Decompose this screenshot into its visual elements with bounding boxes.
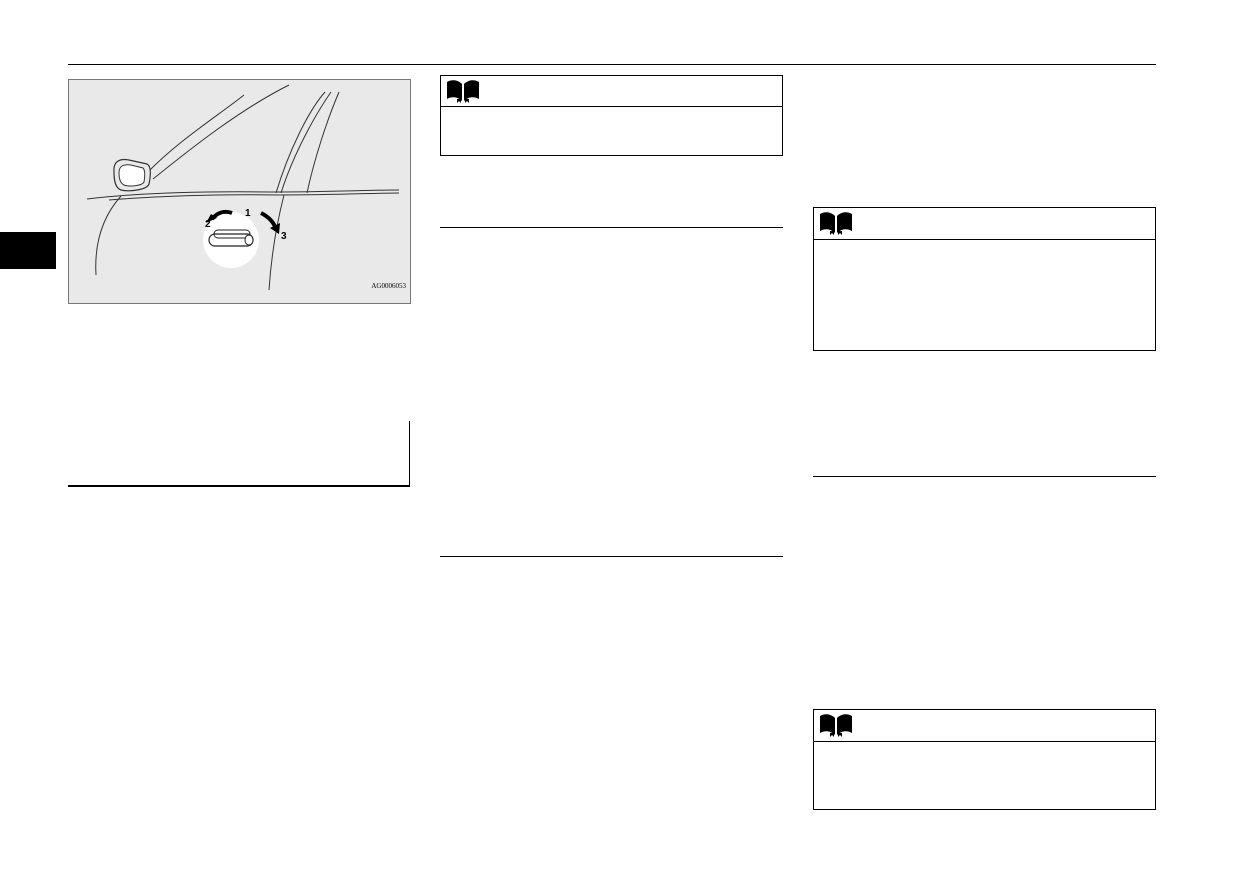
left-caution-bracket <box>68 421 410 487</box>
open-book-icon <box>819 211 853 240</box>
note-box-1-header <box>441 76 782 107</box>
note-box-3 <box>813 709 1156 810</box>
section-tab <box>0 232 56 269</box>
open-book-icon <box>819 713 853 742</box>
note-box-3-header <box>814 710 1155 742</box>
step-label-2: 2 <box>205 219 211 230</box>
note-box-2-header <box>814 208 1155 240</box>
door-illustration: 1 2 3 <box>86 84 400 291</box>
note-box-1 <box>440 75 783 156</box>
door-handle-figure: 1 2 3 AG0006053 <box>68 79 411 304</box>
header-rule <box>68 64 1156 65</box>
step-label-3: 3 <box>281 231 287 242</box>
step-label-1: 1 <box>245 208 251 219</box>
section-divider-3 <box>813 476 1156 477</box>
section-divider-2 <box>440 556 783 557</box>
figure-code: AG0006053 <box>371 282 406 290</box>
section-divider-1 <box>440 227 783 228</box>
note-box-2 <box>813 207 1156 351</box>
open-book-icon <box>446 79 480 108</box>
